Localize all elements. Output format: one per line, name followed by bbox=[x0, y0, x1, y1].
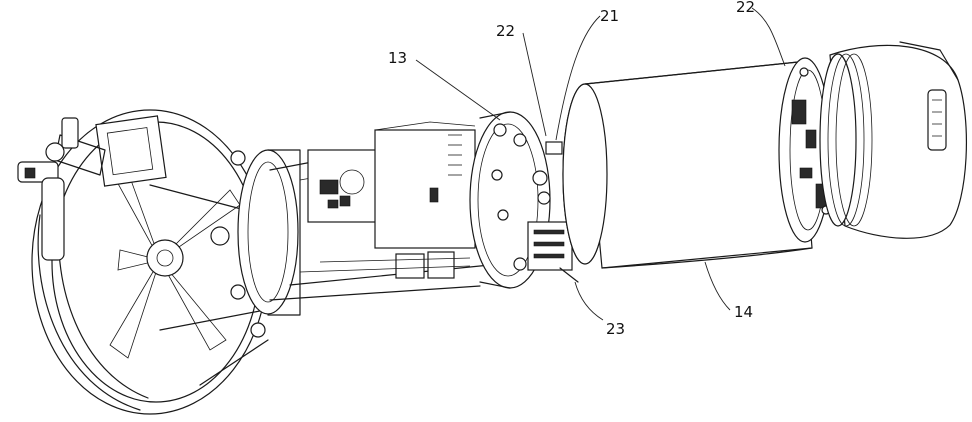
leader-23 bbox=[574, 281, 604, 321]
callout-14: 14 bbox=[734, 303, 753, 321]
leader-22-right bbox=[751, 7, 786, 67]
callout-13: 13 bbox=[388, 49, 407, 67]
callout-leaders bbox=[415, 7, 786, 321]
callout-22-right: 22 bbox=[736, 0, 755, 16]
callout-labels: 13 22 21 22 14 23 bbox=[388, 0, 755, 338]
leader-13 bbox=[415, 59, 501, 121]
motor-housing bbox=[237, 121, 491, 316]
callout-21: 21 bbox=[600, 7, 619, 25]
leader-14 bbox=[704, 261, 731, 311]
battery-cylinder bbox=[562, 61, 813, 269]
leader-22-left bbox=[522, 32, 547, 137]
nose-cap bbox=[819, 41, 967, 239]
callout-23: 23 bbox=[606, 320, 625, 338]
duct-and-propeller bbox=[17, 109, 269, 415]
leader-21 bbox=[555, 15, 601, 141]
end-plate bbox=[469, 111, 579, 289]
callout-22-left: 22 bbox=[496, 22, 515, 40]
